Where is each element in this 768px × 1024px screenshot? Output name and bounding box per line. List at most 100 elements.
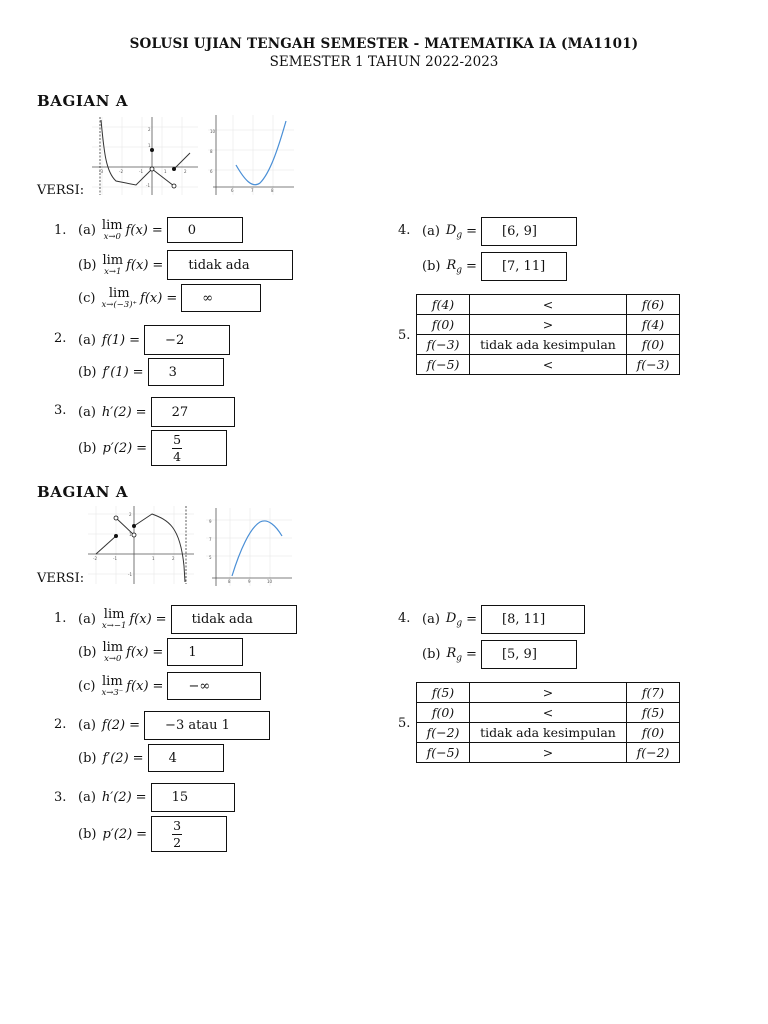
svg-text:6: 6 (231, 188, 234, 193)
table-cell: tidak ada kesimpulan (469, 334, 627, 355)
section-title: BAGIAN A (37, 92, 129, 110)
svg-text:1: 1 (148, 143, 151, 148)
answer-box: 15 (150, 783, 235, 812)
answer-box: 1 (167, 638, 244, 666)
question-number: 5. (398, 716, 411, 731)
svg-text:-1: -1 (146, 183, 150, 188)
equals-sign: = (129, 332, 141, 348)
part-label: (b) (78, 826, 97, 842)
table-cell: f(5) (416, 682, 470, 703)
q4b-row: (b) Rg = [5, 9] (422, 640, 577, 669)
svg-text:2: 2 (184, 169, 187, 174)
section-title: BAGIAN A (37, 483, 129, 501)
table-cell: f(−2) (626, 742, 680, 763)
part-label: (b) (78, 644, 97, 660)
part-label: (a) (422, 612, 440, 627)
svg-text:9: 9 (209, 519, 212, 524)
svg-text:1: 1 (152, 556, 155, 561)
svg-text:1: 1 (129, 532, 132, 537)
question-number: 4. (398, 223, 411, 238)
q3a-row: (a) h′(2) = 27 (78, 397, 235, 427)
q4a-row: (a) Dg = [6, 9] (422, 217, 578, 246)
svg-text:-3: -3 (99, 169, 103, 174)
expression: Dg (445, 610, 463, 629)
equals-sign: = (466, 259, 477, 274)
numerator: 3 (173, 818, 182, 834)
table-row: f(4)<f(6) (416, 294, 680, 315)
part-label: (a) (78, 404, 96, 420)
answer-box: [8, 11] (481, 605, 586, 634)
table-row: f(0)<f(5) (416, 702, 680, 723)
numerator: 5 (173, 432, 182, 448)
table-row: f(5)>f(7) (416, 682, 680, 703)
question-number: 4. (398, 611, 411, 626)
svg-text:-1: -1 (113, 556, 117, 561)
part-label: (a) (78, 790, 96, 805)
equals-sign: = (152, 644, 164, 660)
table-cell: f(4) (416, 294, 470, 315)
table-cell: f(−2) (416, 722, 470, 743)
equals-sign: = (152, 257, 164, 273)
table-cell: < (469, 702, 627, 723)
answer-box: ∞ (181, 284, 262, 312)
svg-text:10: 10 (267, 579, 273, 584)
table-cell: < (469, 354, 627, 375)
answer-box: 5 4 (151, 430, 228, 466)
question-number: 1. (54, 611, 67, 626)
part-label: (a) (422, 224, 440, 239)
svg-text:5: 5 (209, 555, 212, 560)
table-cell: tidak ada kesimpulan (469, 722, 627, 743)
answer-box: tidak ada (170, 605, 297, 634)
expression: h′(2) (101, 404, 132, 420)
part-label: (b) (78, 750, 97, 766)
answer-box: −3 atau 1 (144, 711, 271, 740)
equals-sign: = (135, 790, 147, 805)
svg-text:9: 9 (248, 579, 251, 584)
answer-box: [5, 9] (480, 640, 577, 669)
expression: f(x) (126, 644, 149, 660)
answer-box: 4 (147, 744, 224, 772)
part-label: (b) (422, 647, 441, 662)
fraction: 5 4 (172, 432, 183, 463)
equals-sign: = (136, 440, 148, 456)
table-cell: > (469, 314, 627, 335)
part-label: (b) (78, 440, 97, 456)
document-subtitle: SEMESTER 1 TAHUN 2022-2023 (269, 54, 499, 70)
q3b-row: (b) p′(2) = 5 4 (78, 430, 228, 466)
comparison-table: f(5)>f(7) f(0)<f(5) f(−2)tidak ada kesim… (416, 682, 680, 763)
answer-box: [7, 11] (480, 252, 567, 281)
equals-sign: = (466, 224, 478, 239)
equals-sign: = (129, 718, 141, 733)
question-number: 2. (54, 331, 67, 346)
expression: f(x) (140, 290, 163, 306)
svg-text:-2: -2 (93, 556, 97, 561)
q2a-row: (a) f(1) = −2 (78, 325, 231, 355)
table-cell: f(0) (626, 334, 680, 355)
equals-sign: = (466, 647, 477, 662)
table-cell: f(5) (626, 702, 680, 723)
table-row: f(−5)>f(−2) (416, 742, 680, 763)
svg-text:8: 8 (271, 188, 274, 193)
svg-text:2: 2 (172, 556, 175, 561)
table-cell: > (469, 742, 627, 763)
question-number: 3. (54, 790, 67, 805)
comparison-table: f(4)<f(6) f(0)>f(4) f(−3)tidak ada kesim… (416, 294, 680, 375)
part-label: (c) (78, 290, 96, 306)
equals-sign: = (151, 222, 163, 238)
equals-sign: = (132, 750, 144, 766)
expression: f(x) (126, 257, 149, 273)
svg-text:6: 6 (210, 169, 213, 174)
table-row: f(−5)<f(−3) (416, 354, 680, 375)
denominator: 2 (173, 834, 182, 850)
table-cell: f(−5) (416, 742, 470, 763)
q2a-row: (a) f(2) = −3 atau 1 (78, 711, 271, 740)
svg-text:-1: -1 (128, 572, 132, 577)
equals-sign: = (166, 290, 178, 306)
expression: Rg (446, 645, 463, 664)
question-number: 3. (54, 403, 67, 418)
